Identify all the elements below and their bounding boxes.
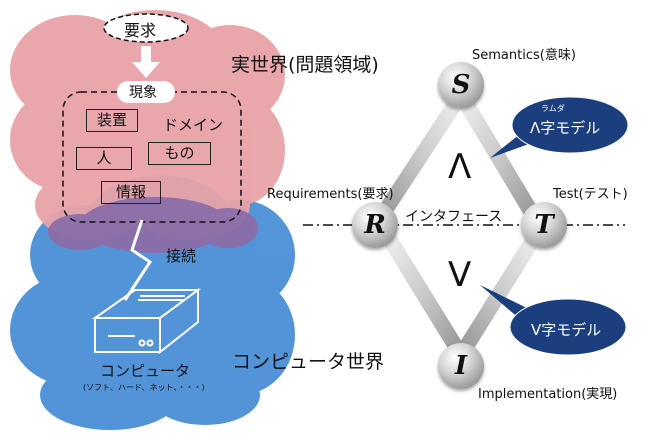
lambda-ruby: ラムダ xyxy=(541,104,565,113)
phenomenon-label: 現象 xyxy=(129,85,157,101)
node-s: S xyxy=(438,62,484,108)
computer-world-title: コンピュータ世界 xyxy=(232,351,385,373)
overlap-region xyxy=(48,197,258,253)
domain-label: ドメイン xyxy=(163,116,224,134)
person-box: 人 xyxy=(76,147,132,170)
device-box: 装置 xyxy=(86,109,138,132)
information-box: 情報 xyxy=(101,181,161,204)
node-r: R xyxy=(352,202,398,248)
requirement-label: 要求 xyxy=(124,21,157,40)
v-model-label: V字モデル xyxy=(531,321,602,339)
computer-label: コンピュータ xyxy=(100,362,191,380)
requirement-ellipse xyxy=(103,13,189,43)
v-bubble xyxy=(480,285,627,356)
computer-device-icon xyxy=(91,288,202,355)
connection-label: 接続 xyxy=(166,247,197,265)
down-arrow xyxy=(132,46,160,78)
computer-sub-label: (ソフト、ハード、ネット、・・・) xyxy=(83,383,205,392)
thing-box: もの xyxy=(148,142,211,165)
connection-line xyxy=(123,219,153,301)
node-t: T xyxy=(521,202,567,248)
test-label: Test(テスト) xyxy=(553,187,628,202)
v-symbol: V xyxy=(448,255,472,295)
requirements-label: Requirements(要求) xyxy=(267,187,394,202)
lambda-model-label: Λ字モデル xyxy=(530,119,601,137)
node-i: I xyxy=(438,343,484,389)
implementation-label: Implementation(実現) xyxy=(478,387,618,402)
interface-label: インタフェース xyxy=(405,209,503,225)
semantics-label: Semantics(意味) xyxy=(472,48,576,63)
lambda-symbol: Λ xyxy=(448,147,472,187)
real-world-title: 実世界(問題領域) xyxy=(231,54,379,76)
lambda-bubble xyxy=(490,96,629,158)
phenomenon-pill xyxy=(117,81,175,103)
